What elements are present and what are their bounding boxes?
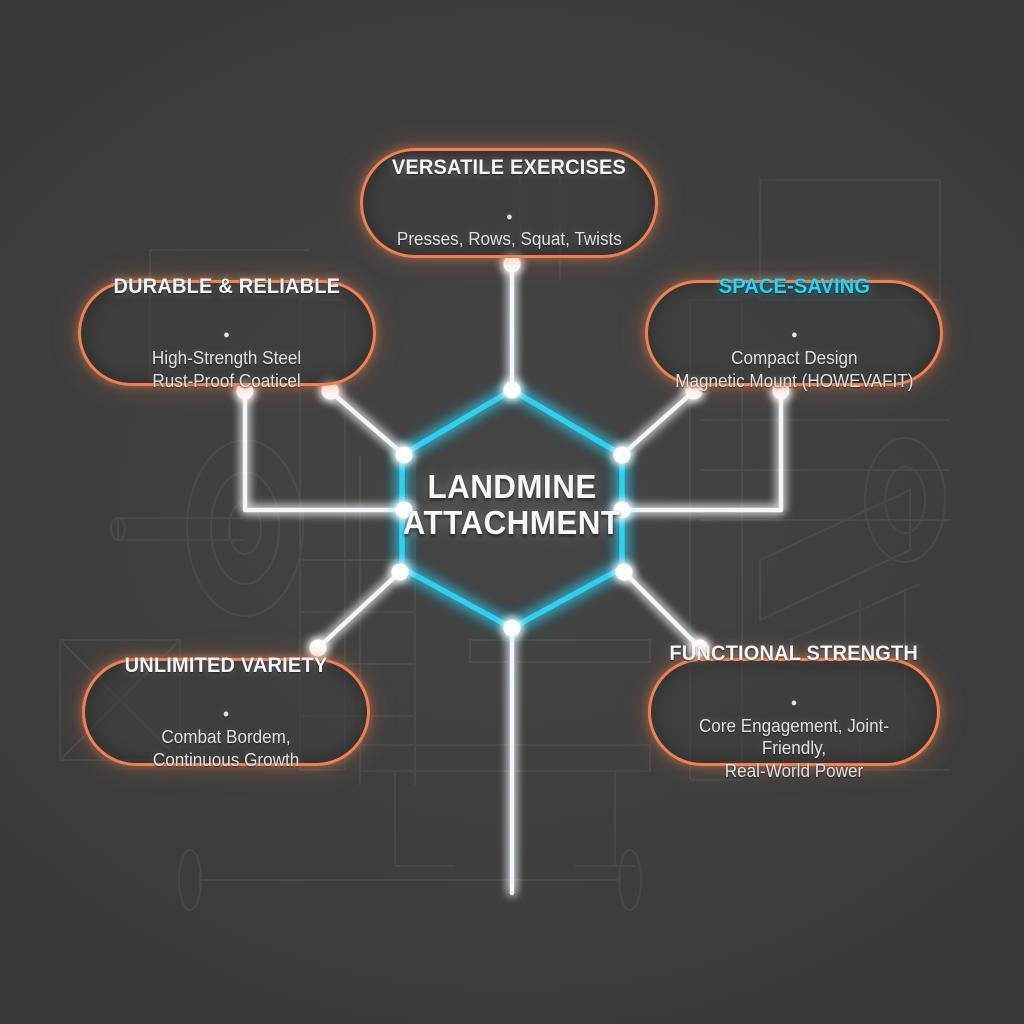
node-title-durable-reliable: DURABLE & RELIABLE xyxy=(113,273,341,298)
node-body-text: Compact Design Magnetic Mount (HOWEVAFIT… xyxy=(674,348,914,391)
node-body-text: Core Engagement, Joint-Friendly, Real-Wo… xyxy=(698,715,890,782)
connector-left-elbow xyxy=(242,388,407,513)
node-body-text: Combat Bordem, Continuous Growth xyxy=(152,727,300,770)
connector-right-diagonal xyxy=(619,388,697,458)
bullet-icon: • xyxy=(505,206,512,227)
connector-bottom-right-diagonal xyxy=(621,569,703,651)
connector-bottom-left-diagonal xyxy=(315,569,403,651)
node-body-text: High-Strength Steel Rust-Proof Coaticel xyxy=(152,348,302,391)
node-title-space-saving: SPACE-SAVING xyxy=(718,273,870,298)
dot-hex-left xyxy=(395,501,413,519)
dot-hex-top xyxy=(503,381,521,399)
node-card-unlimited-variety[interactable]: UNLIMITED VARIETY • Combat Bordem, Conti… xyxy=(82,653,370,770)
bullet-icon: • xyxy=(791,693,797,714)
bullet-icon: • xyxy=(224,325,230,346)
dot-hex-lower-left xyxy=(391,563,409,581)
connector-left-diagonal xyxy=(327,388,407,458)
node-card-space-saving[interactable]: SPACE-SAVING • Compact Design Magnetic M… xyxy=(645,274,943,391)
dot-hex-bottom xyxy=(503,619,521,637)
dot-top-card xyxy=(503,255,521,273)
node-body-unlimited-variety: • Combat Bordem, Continuous Growth xyxy=(153,681,299,772)
center-title-line-2: ATTACHMENT xyxy=(403,504,621,541)
node-body-functional-strength: • Core Engagement, Joint-Friendly, Real-… xyxy=(675,669,913,782)
dot-hex-right xyxy=(613,501,631,519)
dot-hex-upper-right xyxy=(613,446,631,464)
node-card-versatile-exercises[interactable]: VERSATILE EXERCISES • Presses, Rows, Squ… xyxy=(360,148,658,258)
node-title-functional-strength: FUNCTIONAL STRENGTH xyxy=(669,641,919,666)
node-body-versatile-exercises: • Presses, Rows, Squat, Twists xyxy=(397,183,622,251)
dot-hex-upper-left xyxy=(395,446,413,464)
bullet-icon: • xyxy=(223,704,229,725)
node-title-unlimited-variety: UNLIMITED VARIETY xyxy=(124,652,328,677)
dot-hex-lower-right xyxy=(615,563,633,581)
center-hexagon xyxy=(399,387,625,631)
node-card-durable-reliable[interactable]: DURABLE & RELIABLE • High-Strength Steel… xyxy=(78,274,376,391)
node-body-text: Presses, Rows, Squat, Twists xyxy=(396,229,622,250)
node-body-space-saving: • Compact Design Magnetic Mount (HOWEVAF… xyxy=(675,302,913,393)
bullet-icon: • xyxy=(791,325,797,346)
node-title-versatile-exercises: VERSATILE EXERCISES xyxy=(391,154,627,179)
center-title-line-1: LANDMINE xyxy=(427,468,597,506)
connector-right-elbow xyxy=(619,388,784,513)
node-card-functional-strength[interactable]: FUNCTIONAL STRENGTH • Core Engagement, J… xyxy=(648,641,940,781)
node-body-durable-reliable: • High-Strength Steel Rust-Proof Coatice… xyxy=(152,302,301,393)
center-title: LANDMINE ATTACHMENT xyxy=(398,455,626,555)
